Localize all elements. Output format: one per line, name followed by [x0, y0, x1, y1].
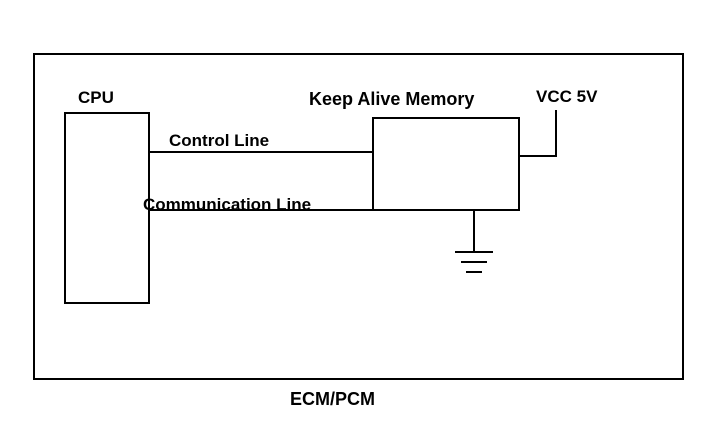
- keep-alive-memory-label: Keep Alive Memory: [309, 89, 475, 109]
- ecm-pcm-enclosure: [33, 53, 684, 380]
- cpu-label: CPU: [78, 88, 114, 107]
- ground-symbol-bar-1: [455, 251, 493, 253]
- cpu-block: [64, 112, 150, 304]
- vcc-wire-vertical: [555, 110, 557, 157]
- ground-wire: [473, 209, 475, 252]
- control-line-label: Control Line: [169, 131, 270, 150]
- ground-symbol-bar-2: [461, 261, 487, 263]
- control-line-wire: [149, 151, 373, 153]
- keep-alive-memory-block: [372, 117, 520, 211]
- ecm-pcm-label: ECM/PCM: [290, 389, 375, 409]
- communication-line-wire: [149, 209, 373, 211]
- vcc-wire-horizontal: [518, 155, 557, 157]
- vcc-label: VCC 5V: [536, 87, 598, 106]
- ground-symbol-bar-3: [466, 271, 482, 273]
- communication-line-label: Communication Line: [143, 195, 312, 214]
